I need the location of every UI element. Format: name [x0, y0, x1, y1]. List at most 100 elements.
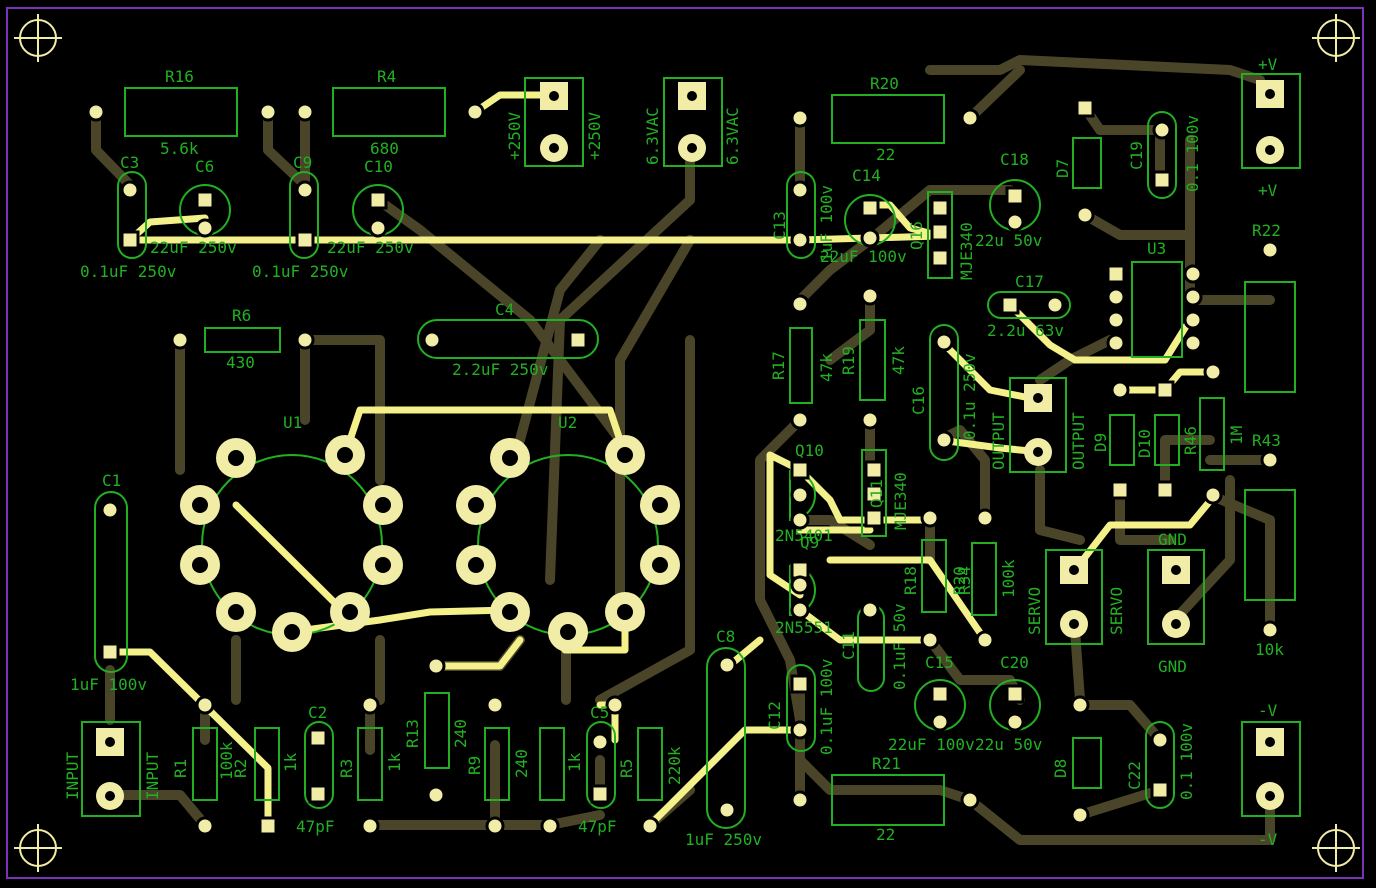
label-r2v: 1k — [281, 752, 300, 772]
silkscreen — [81, 73, 1301, 829]
label-mje2: MJE340 — [891, 472, 910, 530]
label-q9: Q9 — [800, 533, 819, 552]
label-r4v: 680 — [370, 139, 399, 158]
label-r22: R22 — [1252, 221, 1281, 240]
label-r8v: 1k — [565, 752, 584, 772]
r21-body — [831, 774, 945, 826]
label-r17v: 47k — [817, 353, 836, 382]
label-in2: INPUT — [143, 751, 162, 800]
top-traces — [106, 91, 1219, 829]
label-c13: C13 — [770, 211, 789, 240]
label-u1: U1 — [283, 413, 302, 432]
label-c3: C3 — [120, 153, 139, 172]
label-r1: R1 — [171, 759, 190, 778]
label-r16: R16 — [165, 67, 194, 86]
label-c18v: 22u 50v — [975, 231, 1042, 250]
label-r9: R9 — [465, 756, 484, 775]
label-nv1: -V — [1258, 701, 1278, 720]
label-c18: C18 — [1000, 150, 1029, 169]
label-c14: C14 — [852, 166, 881, 185]
label-r6: R6 — [232, 306, 251, 325]
label-d8: D8 — [1051, 759, 1070, 778]
label-r5: R5 — [617, 759, 636, 778]
label-r13: R13 — [403, 719, 422, 748]
label-out2: OUTPUT — [1069, 412, 1088, 470]
label-c3v: 0.1uF 250v — [80, 262, 176, 281]
label-c16v: 0.1u 250v — [960, 353, 979, 440]
label-r17: R17 — [769, 351, 788, 380]
label-vac1: 6.3VAC — [643, 107, 662, 165]
label-pv1: +V — [1258, 55, 1278, 74]
label-gnd2: GND — [1158, 657, 1187, 676]
label-gnd1: GND — [1158, 530, 1187, 549]
label-c15: C15 — [925, 653, 954, 672]
label-c11v: 0.1uF 50v — [890, 603, 909, 690]
label-r18: R18 — [901, 566, 920, 595]
label-r21: R21 — [872, 754, 901, 773]
label-c12: C12 — [765, 701, 784, 730]
label-c16: C16 — [909, 386, 928, 415]
bottom-traces — [91, 55, 1275, 845]
label-c2: C2 — [308, 703, 327, 722]
label-r20b: R20 — [950, 566, 969, 595]
label-c11: C11 — [839, 631, 858, 660]
label-vac2: 6.3VAC — [723, 107, 742, 165]
label-c4: C4 — [495, 300, 514, 319]
label-c5v: 47pF — [578, 817, 617, 836]
label-out1: OUTPUT — [989, 412, 1008, 470]
mounting-holes — [14, 14, 1360, 872]
label-nv2: -V — [1258, 830, 1278, 849]
label-c17: C17 — [1015, 272, 1044, 291]
label-r3v: 1k — [385, 752, 404, 772]
label-c6: C6 — [195, 157, 214, 176]
label-c19: C19 — [1127, 141, 1146, 170]
label-r6v: 430 — [226, 353, 255, 372]
label-c5: C5 — [590, 703, 609, 722]
label-r20: R20 — [870, 74, 899, 93]
label-q16: Q16 — [907, 221, 926, 250]
label-r34v: 100k — [999, 559, 1018, 598]
label-servo1: SERVO — [1025, 587, 1044, 635]
label-q10: Q10 — [795, 441, 824, 460]
label-c2v: 47pF — [296, 817, 335, 836]
label-r10k: 10k — [1255, 640, 1284, 659]
label-q10v: 2N5401 — [775, 526, 833, 545]
label-c9: C9 — [293, 153, 312, 172]
label-r34: R34 — [955, 566, 974, 595]
label-c17v: 2.2u 63v — [987, 321, 1064, 340]
label-r4: R4 — [377, 67, 396, 86]
r6-body — [204, 327, 281, 353]
component-pads — [86, 98, 1280, 836]
label-c12v: 0.1uF 100v — [817, 659, 836, 755]
label-v250a: +250V — [505, 111, 524, 160]
label-c22: C22 — [1125, 761, 1144, 790]
board-outline — [6, 7, 1364, 879]
label-r3: R3 — [337, 759, 356, 778]
label-r9v: 240 — [512, 749, 531, 778]
label-r19v: 47k — [889, 346, 908, 375]
r4-body — [332, 87, 446, 137]
r16-body — [124, 87, 238, 137]
label-c15v: 22uF 100v — [888, 735, 975, 754]
label-c20: C20 — [1000, 653, 1029, 672]
label-d9: D9 — [1091, 433, 1110, 452]
label-r13v: 240 — [451, 719, 470, 748]
label-r43: R43 — [1252, 431, 1281, 450]
label-c9v: 0.1uF 250v — [252, 262, 348, 281]
label-u3: U3 — [1147, 239, 1166, 258]
label-r16v: 5.6k — [160, 139, 199, 158]
label-c19v: 0.1 100v — [1183, 115, 1202, 192]
label-c14v: 22uF 100v — [820, 247, 907, 266]
label-c1: C1 — [102, 471, 121, 490]
label-c10: C10 — [364, 157, 393, 176]
label-r1v: 100k — [217, 741, 236, 780]
label-c20v: 22u 50v — [975, 735, 1042, 754]
label-r46: R46 — [1181, 426, 1200, 455]
label-r2: R2 — [231, 759, 250, 778]
r20-body — [831, 94, 945, 144]
label-c8v: 1uF 250v — [685, 830, 762, 849]
label-r20v: 22 — [876, 145, 895, 164]
label-q11: Q11 — [867, 479, 886, 508]
label-v250b: +250V — [585, 111, 604, 160]
label-r19: R19 — [839, 346, 858, 375]
